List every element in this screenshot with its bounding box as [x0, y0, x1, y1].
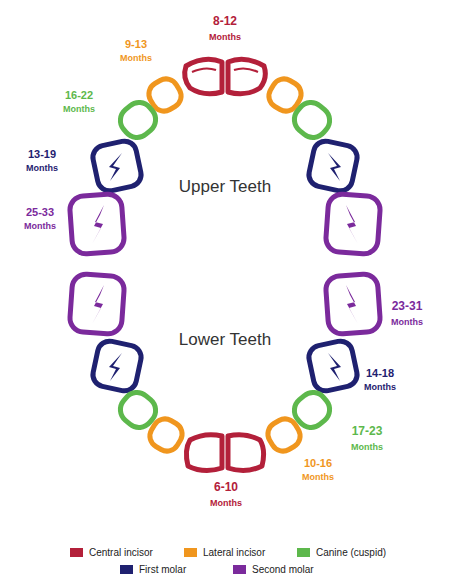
- lower-lateral-incisor: [264, 415, 305, 456]
- age-range: 10-16: [304, 457, 332, 469]
- unit-label: Months: [209, 33, 241, 43]
- unit-label: Months: [210, 499, 242, 509]
- incisor-mark: [234, 68, 258, 72]
- upper-second-molar: [69, 193, 125, 254]
- age-range: 14-18: [366, 367, 394, 379]
- legend-swatch: [184, 548, 197, 557]
- legend-text: Second molar: [252, 564, 314, 575]
- unit-label: Months: [63, 105, 95, 115]
- unit-label: Months: [351, 443, 383, 453]
- legend-swatch: [297, 548, 310, 557]
- legend-item: Central incisor: [70, 547, 153, 558]
- lower-first-molar: [307, 339, 360, 393]
- age-range: 6-10: [214, 481, 238, 494]
- legend-text: Central incisor: [89, 547, 153, 558]
- age-range: 16-22: [65, 89, 93, 101]
- lower-central-incisor: [186, 435, 222, 471]
- age-range: 9-13: [125, 38, 147, 50]
- lower-first-molar: [91, 339, 144, 393]
- legend-swatch: [233, 565, 246, 574]
- legend-swatch: [120, 565, 133, 574]
- upper-central-incisor: [185, 59, 222, 94]
- unit-label: Months: [364, 383, 396, 393]
- legend-swatch: [70, 548, 83, 557]
- legend-item: Second molar: [233, 564, 314, 575]
- molar-marks: [92, 153, 358, 381]
- legend-text: First molar: [139, 564, 186, 575]
- age-range: 13-19: [28, 148, 56, 160]
- upper-central-incisor: [228, 59, 265, 94]
- upper-canine: [289, 97, 336, 143]
- unit-label: Months: [24, 222, 56, 232]
- legend-item: Canine (cuspid): [297, 547, 386, 558]
- legend-item: Lateral incisor: [184, 547, 265, 558]
- lower-central-incisor: [228, 435, 264, 471]
- arch-title: Upper Teeth: [179, 178, 271, 197]
- unit-label: Months: [120, 54, 152, 64]
- age-range: 8-12: [213, 15, 237, 28]
- unit-label: Months: [302, 473, 334, 483]
- upper-second-molar: [325, 193, 381, 254]
- arch-title: Lower Teeth: [179, 331, 271, 350]
- upper-first-molar: [91, 139, 144, 193]
- legend-item: First molar: [120, 564, 186, 575]
- age-range: 17-23: [352, 425, 383, 438]
- unit-label: Months: [26, 164, 58, 174]
- age-range: 23-31: [392, 300, 423, 313]
- upper-first-molar: [307, 139, 360, 193]
- lower-lateral-incisor: [146, 415, 187, 456]
- unit-label: Months: [391, 318, 423, 328]
- lower-second-molar: [325, 273, 381, 334]
- upper-canine: [115, 97, 162, 143]
- legend-text: Canine (cuspid): [316, 547, 386, 558]
- incisor-mark: [192, 68, 216, 72]
- legend-text: Lateral incisor: [203, 547, 265, 558]
- lower-second-molar: [69, 273, 125, 334]
- age-range: 25-33: [26, 206, 54, 218]
